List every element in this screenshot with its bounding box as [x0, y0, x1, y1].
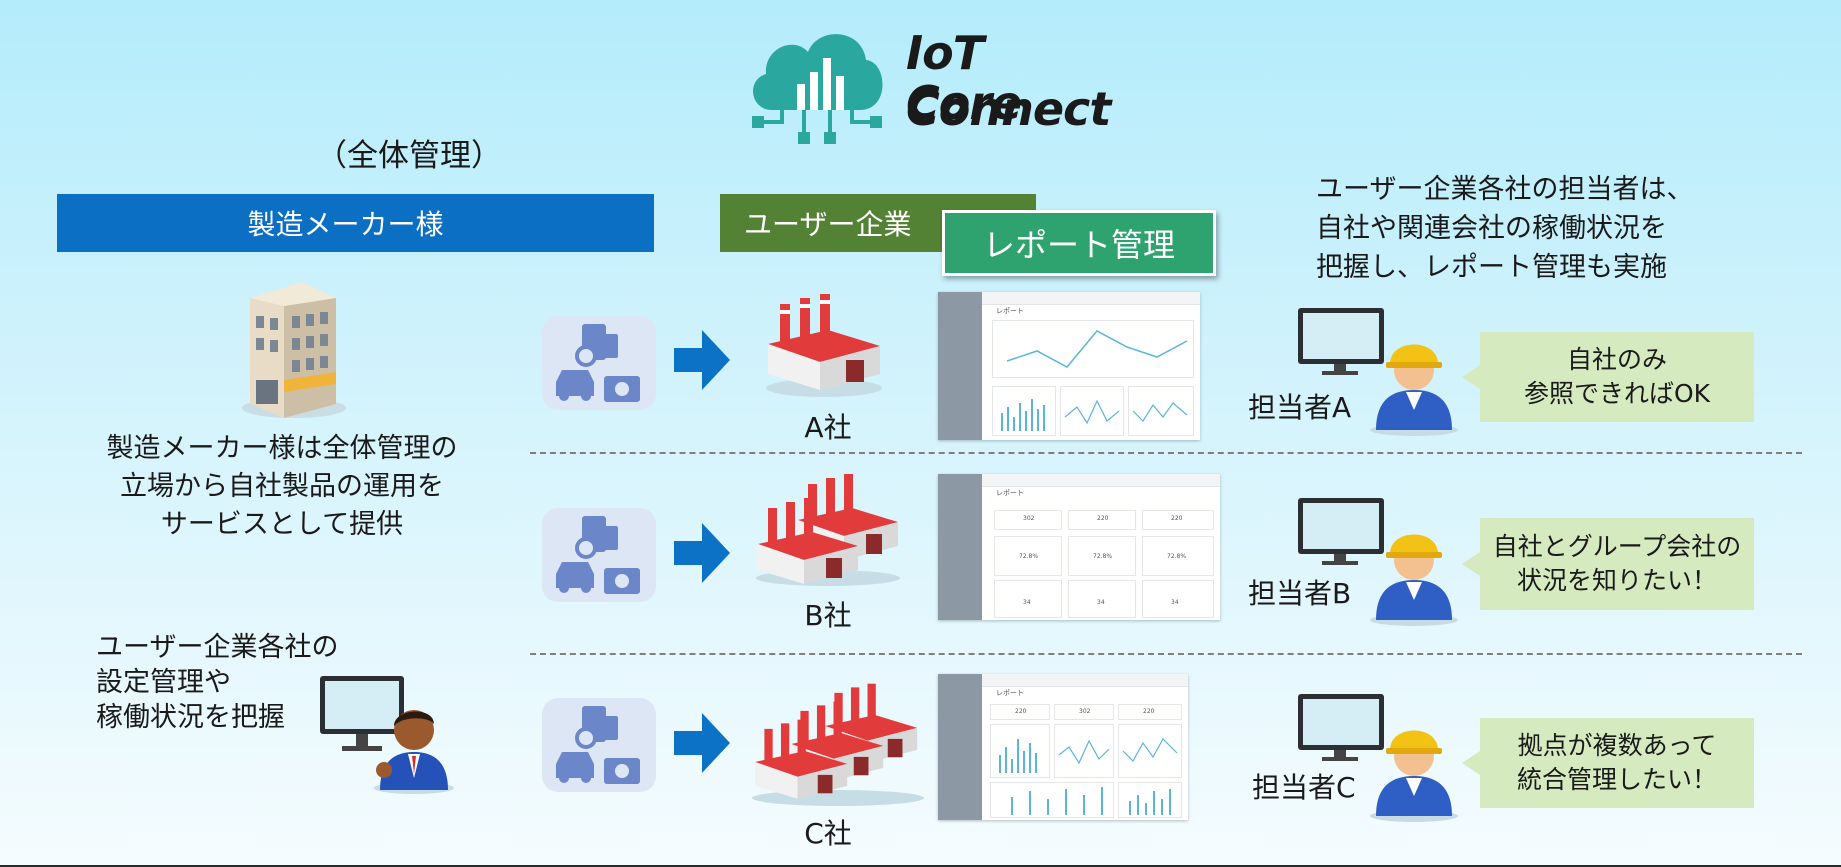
report-title: レポート: [996, 307, 1024, 315]
report-sidebar: [938, 474, 982, 620]
report-title: レポート: [996, 489, 1024, 497]
device-set-icon: [542, 316, 656, 410]
report-card: 220: [1118, 704, 1182, 720]
manufacturer-header: 製造メーカー様: [57, 194, 654, 252]
arrow-right-icon: [674, 713, 730, 773]
company-label-b: B社: [804, 599, 852, 632]
report-topbar: [982, 292, 1200, 305]
speech-bubble-a: 自社のみ 参照できればOK: [1462, 332, 1754, 422]
report-mini-line: [1118, 724, 1182, 778]
speech-bubble-b: 自社とグループ会社の 状況を知りたい！: [1462, 518, 1754, 610]
intro-text: ユーザー企業各社の担当者は、 自社や関連会社の稼働状況を 把握し、レポート管理も…: [1316, 174, 1694, 283]
report-card: 302: [1054, 704, 1114, 720]
logo-line2: Connect: [906, 82, 1111, 136]
report-card: 302: [994, 510, 1062, 530]
row-separator: [530, 653, 1802, 655]
report-card: 72.8%: [994, 536, 1062, 576]
report-management-label: レポート管理: [942, 210, 1216, 276]
arrow-right-icon: [674, 330, 730, 390]
factory-icon: [766, 294, 882, 397]
report-bar-chart: [992, 386, 1056, 436]
logo: IoT Core Connect: [742, 18, 1111, 148]
report-topbar: [982, 474, 1220, 487]
monitor-icon: [1298, 694, 1384, 761]
cloud-chart-icon: [752, 34, 883, 144]
report-card: 72.8%: [1142, 536, 1214, 576]
report-bar-chart: [990, 782, 1114, 818]
device-set-icon: [542, 508, 656, 602]
speech-bubble-c: 拠点が複数あって 統合管理したい！: [1462, 718, 1754, 808]
report-card: 34: [1068, 580, 1136, 618]
company-label-a: A社: [804, 411, 852, 444]
report-mini-line: [1060, 386, 1124, 436]
company-label-c: C社: [804, 817, 852, 850]
report-screen-a: レポート: [938, 292, 1200, 440]
report-line-chart: [992, 320, 1194, 378]
factory-icon: [756, 474, 900, 586]
monitor-icon: [1298, 498, 1384, 565]
worker-icon: [1370, 344, 1458, 436]
monitor-icon: [1298, 308, 1384, 375]
report-topbar: [982, 674, 1188, 687]
device-set-icon: [542, 698, 656, 792]
admin-person-icon: [320, 676, 454, 794]
report-bar-chart: [1118, 782, 1182, 818]
person-label-a: 担当者A: [1248, 391, 1352, 424]
report-card: 72.8%: [1068, 536, 1136, 576]
report-mini-line: [1054, 724, 1114, 778]
report-card: 220: [1142, 510, 1214, 530]
person-label-b: 担当者B: [1248, 577, 1352, 610]
report-card: 220: [990, 704, 1050, 720]
report-mini-line: [1128, 386, 1194, 436]
report-card: 34: [994, 580, 1062, 618]
arrow-right-icon: [674, 523, 730, 583]
bottom-border: [0, 865, 1841, 867]
report-card: 220: [1068, 510, 1136, 530]
worker-icon: [1370, 730, 1458, 822]
factory-icon: [752, 683, 924, 806]
report-screen-b: レポート 302 220 220 72.8% 72.8% 72.8% 34 34…: [938, 474, 1220, 620]
building-icon: [242, 282, 346, 418]
row-separator: [530, 452, 1802, 454]
worker-icon: [1370, 534, 1458, 626]
manufacturer-description: 製造メーカー様は全体管理の 立場から自社製品の運用を サービスとして提供: [106, 433, 458, 540]
report-title: レポート: [996, 689, 1024, 697]
overall-label: （全体管理）: [316, 138, 502, 174]
report-sidebar: [938, 674, 982, 820]
person-label-c: 担当者C: [1252, 771, 1356, 804]
report-sidebar: [938, 292, 982, 440]
report-bar-chart: [990, 724, 1050, 778]
logo-line1: IoT Core: [906, 26, 1022, 130]
report-screen-c: レポート 220 302 220: [938, 674, 1188, 820]
admin-description: ユーザー企業各社の 設定管理や 稼働状況を把握: [96, 632, 339, 733]
report-card: 34: [1142, 580, 1214, 618]
